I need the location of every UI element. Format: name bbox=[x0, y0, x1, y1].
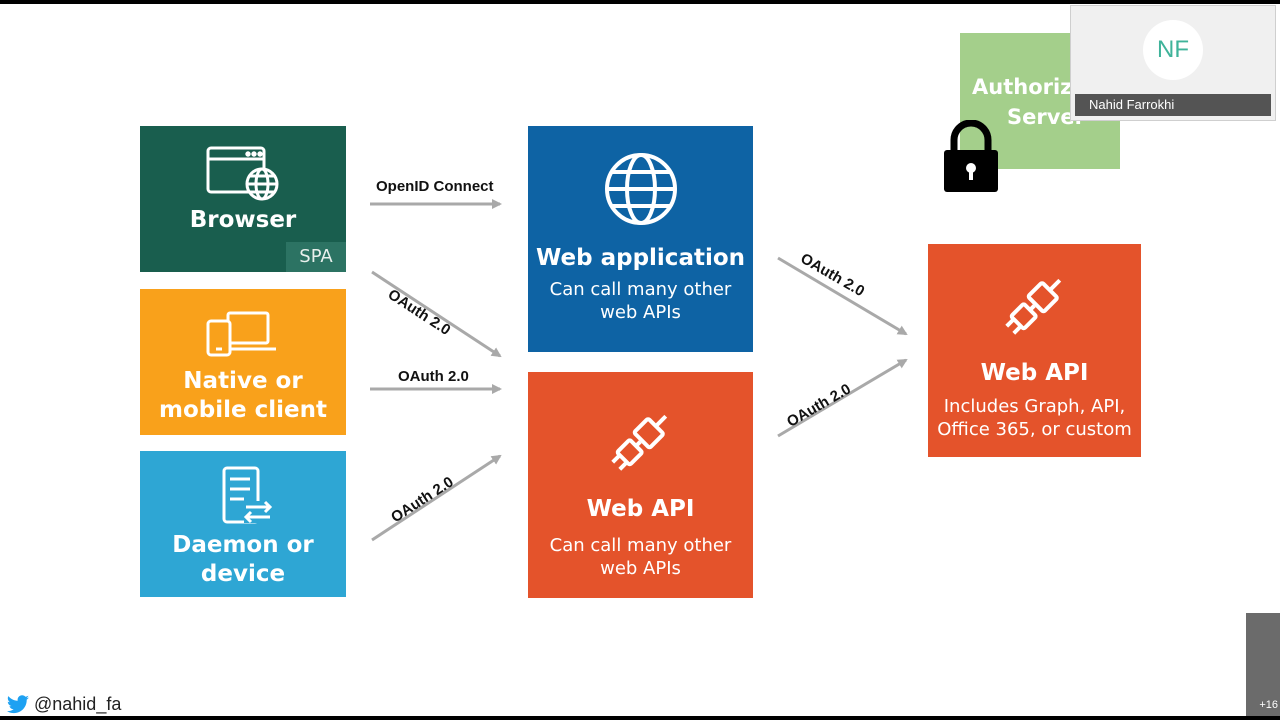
more-participants-button[interactable]: +16 bbox=[1246, 613, 1280, 716]
web-api-middle-title: Web API bbox=[586, 496, 695, 522]
browser-tile: Browser SPA bbox=[140, 126, 346, 272]
globe-icon bbox=[605, 153, 677, 225]
web-api-middle-sub-line2: web APIs bbox=[600, 558, 681, 579]
arrow-webapp-to-api bbox=[777, 256, 908, 336]
participant-name: Nahid Farrokhi bbox=[1075, 94, 1271, 116]
label-oauth-native: OAuth 2.0 bbox=[398, 368, 469, 385]
native-title-line1: Native or bbox=[183, 368, 303, 394]
label-openid-connect: OpenID Connect bbox=[376, 178, 494, 195]
plug-icon bbox=[1005, 278, 1062, 335]
browser-globe-icon bbox=[206, 146, 279, 201]
web-application-tile: Web application Can call many other web … bbox=[528, 126, 753, 352]
daemon-title-line2: device bbox=[200, 561, 286, 587]
web-api-right-title: Web API bbox=[980, 360, 1089, 386]
native-client-tile: Native or mobile client bbox=[140, 289, 346, 435]
web-app-title: Web application bbox=[535, 245, 746, 271]
arrow-browser-oauth bbox=[371, 270, 502, 358]
spa-badge: SPA bbox=[286, 242, 346, 272]
arrow-daemon-oauth bbox=[371, 454, 502, 542]
web-api-middle-tile: Web API Can call many other web APIs bbox=[528, 372, 753, 598]
lock-icon bbox=[944, 120, 998, 192]
daemon-device-tile: Daemon or device bbox=[140, 451, 346, 597]
flow-arrows bbox=[370, 199, 908, 542]
participant-video-tile[interactable]: NF Nahid Farrokhi bbox=[1070, 5, 1276, 121]
native-title-line2: mobile client bbox=[159, 397, 327, 423]
web-api-right-tile: Web API Includes Graph, API, Office 365,… bbox=[928, 244, 1141, 457]
avatar: NF bbox=[1143, 20, 1203, 80]
web-api-middle-sub-line1: Can call many other bbox=[549, 535, 732, 556]
web-app-sub-line1: Can call many other bbox=[549, 279, 732, 300]
daemon-title-line1: Daemon or bbox=[172, 532, 314, 558]
slide: Browser SPA Native or mobile client Daem… bbox=[0, 4, 1280, 716]
plug-icon bbox=[611, 414, 668, 471]
server-sync-icon bbox=[222, 466, 274, 524]
browser-title: Browser bbox=[189, 207, 297, 233]
web-api-right-sub-line2: Office 365, or custom bbox=[937, 419, 1132, 440]
arrow-api-to-api bbox=[777, 358, 908, 438]
twitter-handle: @nahid_fa bbox=[34, 694, 122, 714]
web-app-sub-line2: web APIs bbox=[600, 302, 681, 323]
twitter-bird-icon bbox=[7, 695, 29, 714]
web-api-right-sub-line1: Includes Graph, API, bbox=[943, 396, 1126, 417]
devices-icon bbox=[206, 311, 276, 357]
